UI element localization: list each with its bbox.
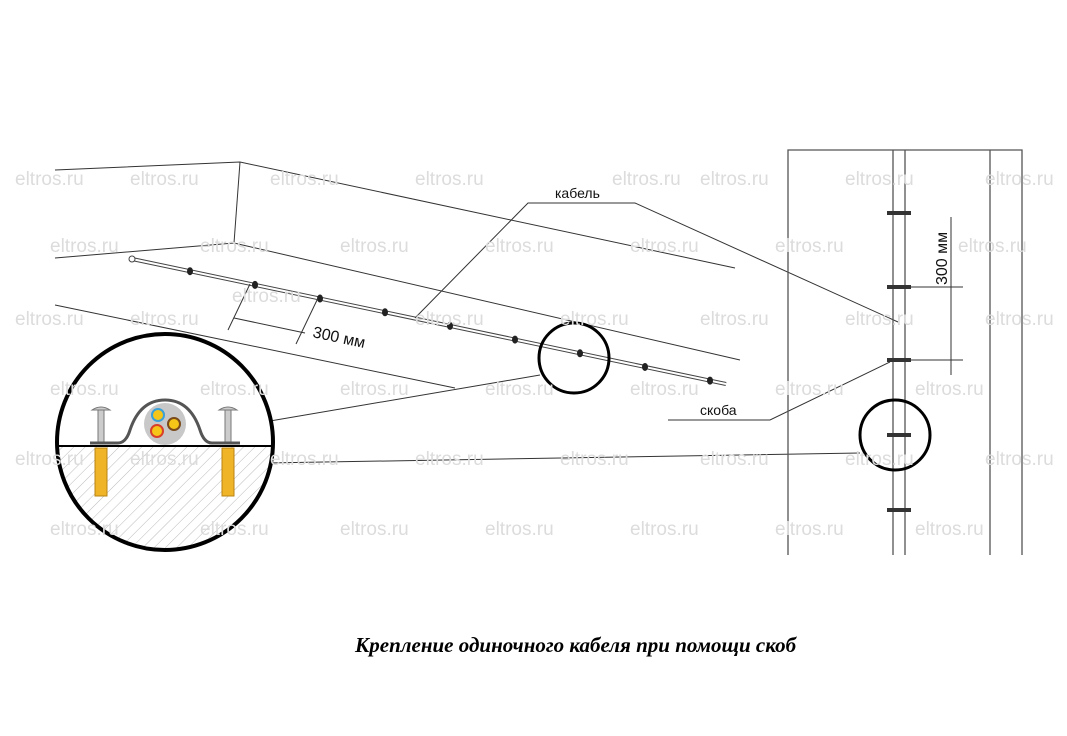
watermark: eltros.ru <box>270 169 339 190</box>
clip <box>577 349 583 358</box>
clips-horizontal <box>187 267 713 385</box>
dowel-right <box>221 447 235 497</box>
watermark: eltros.ru <box>630 379 699 400</box>
clip <box>887 211 911 215</box>
wall-perspective <box>54 161 741 389</box>
clip <box>382 308 388 317</box>
watermark: eltros.ru <box>985 169 1054 190</box>
watermark: eltros.ru <box>232 286 301 307</box>
dimension-horizontal <box>227 283 319 345</box>
wall-vertical <box>787 149 1023 555</box>
watermark: eltros.ru <box>130 169 199 190</box>
watermark: eltros.ru <box>15 169 84 190</box>
watermark: eltros.ru <box>560 309 629 330</box>
clip <box>887 358 911 362</box>
watermark: eltros.ru <box>15 449 84 470</box>
watermark: eltros.ru <box>700 449 769 470</box>
watermark: eltros.ru <box>845 449 914 470</box>
zoom-circle-small <box>537 321 611 395</box>
clip <box>317 294 323 303</box>
watermark: eltros.ru <box>630 236 699 257</box>
cable-label: кабель <box>555 185 600 201</box>
watermark: eltros.ru <box>985 449 1054 470</box>
clip-detail <box>90 398 240 445</box>
watermark: eltros.ru <box>915 519 984 540</box>
clip <box>187 267 193 276</box>
watermark: eltros.ru <box>130 309 199 330</box>
clip-label: скоба <box>700 402 737 418</box>
watermark: eltros.ru <box>340 379 409 400</box>
watermark: eltros.ru <box>775 379 844 400</box>
watermark: eltros.ru <box>700 309 769 330</box>
watermark: eltros.ru <box>845 309 914 330</box>
watermark: eltros.ru <box>200 379 269 400</box>
watermark: eltros.ru <box>340 236 409 257</box>
zoom-circle-right <box>858 398 932 472</box>
watermark: eltros.ru <box>415 309 484 330</box>
watermark: eltros.ru <box>915 379 984 400</box>
clips-vertical <box>887 211 911 512</box>
watermark: eltros.ru <box>340 519 409 540</box>
watermark: eltros.ru <box>415 169 484 190</box>
dowel-left <box>94 447 108 497</box>
clip <box>512 335 518 344</box>
clip <box>447 321 453 330</box>
dimension-vertical <box>905 217 963 375</box>
watermark: eltros.ru <box>560 449 629 470</box>
clip <box>887 433 911 437</box>
watermark: eltros.ru <box>200 236 269 257</box>
watermark: eltros.ru <box>15 309 84 330</box>
clip <box>252 280 258 289</box>
screws <box>90 406 239 443</box>
leader-lines <box>265 202 899 464</box>
spacing-label-horizontal: 300 мм <box>311 324 367 352</box>
watermark: eltros.ru <box>485 236 554 257</box>
watermark: eltros.ru <box>775 519 844 540</box>
watermark: eltros.ru <box>50 236 119 257</box>
watermark: eltros.ru <box>270 449 339 470</box>
watermark: eltros.ru <box>50 519 119 540</box>
caption: Крепление одиночного кабеля при помощи с… <box>355 633 797 657</box>
watermark: eltros.ru <box>700 169 769 190</box>
watermark: eltros.ru <box>985 309 1054 330</box>
watermarks: eltros.ru eltros.ru eltros.ru eltros.ru eltr… <box>15 169 1054 540</box>
watermark: eltros.ru <box>485 519 554 540</box>
watermark: eltros.ru <box>775 236 844 257</box>
watermark: eltros.ru <box>50 379 119 400</box>
clip <box>887 285 911 289</box>
clip <box>642 362 648 371</box>
watermark: eltros.ru <box>130 449 199 470</box>
watermark: eltros.ru <box>485 379 554 400</box>
clip <box>707 376 713 385</box>
watermark: eltros.ru <box>415 449 484 470</box>
watermark: eltros.ru <box>630 519 699 540</box>
cable-horizontal <box>128 255 727 386</box>
watermark: eltros.ru <box>845 169 914 190</box>
watermark: eltros.ru <box>200 519 269 540</box>
watermark: eltros.ru <box>612 169 681 190</box>
clip <box>887 508 911 512</box>
watermark: eltros.ru <box>958 236 1027 257</box>
spacing-label-vertical: 300 мм <box>934 232 951 285</box>
